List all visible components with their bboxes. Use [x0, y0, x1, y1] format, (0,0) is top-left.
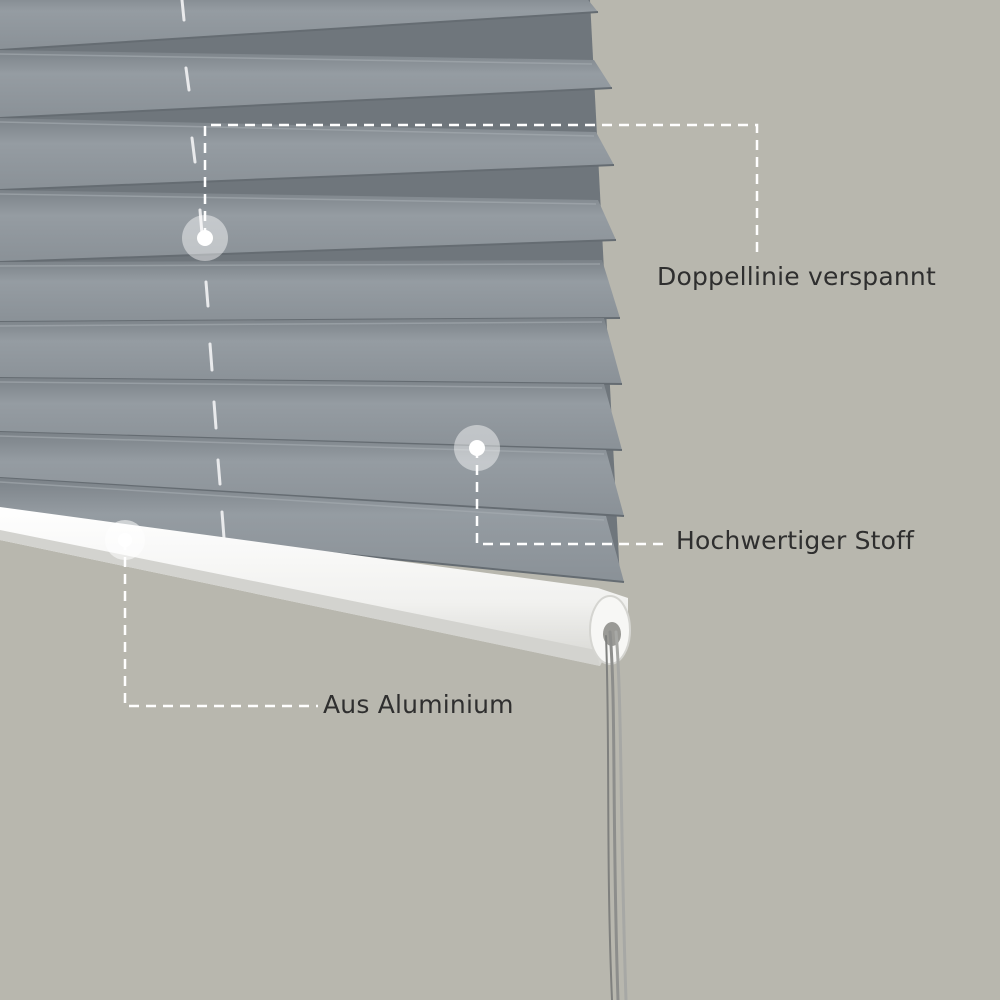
- pleat-crease: [0, 477, 625, 517]
- pleat-crease: [0, 164, 615, 191]
- pleat: [0, 190, 616, 262]
- pleat-crease: [0, 431, 623, 451]
- label-made-of-aluminium: Aus Aluminium: [323, 690, 514, 719]
- pleat-crease: [0, 87, 613, 119]
- label-double-line-tensioned: Doppellinie verspannt: [657, 262, 936, 291]
- blind-pleats: [0, 0, 625, 583]
- callout-line-fabric: [475, 448, 668, 546]
- callout-line-aluminium: [123, 540, 318, 708]
- marker-fabric: [454, 425, 500, 471]
- pleat: [0, 0, 598, 50]
- marker-double-line: [182, 215, 228, 261]
- pull-cord: [605, 630, 628, 1000]
- pleat-highlight: [0, 121, 595, 137]
- pleat-highlight: [0, 53, 593, 65]
- pleat: [0, 260, 620, 322]
- aluminium-bottom-rail: [0, 507, 631, 666]
- pleat-highlight: [0, 381, 603, 389]
- pleat-crease: [0, 377, 623, 385]
- label-high-quality-fabric: Hochwertiger Stoff: [676, 526, 915, 555]
- pleat-highlight: [0, 481, 605, 521]
- tension-cords: [180, 0, 226, 540]
- pleat-highlight: [0, 435, 605, 455]
- pleat-crease: [0, 239, 617, 263]
- pleat: [0, 378, 622, 450]
- marker-aluminium: [105, 520, 145, 560]
- pleat: [0, 318, 622, 384]
- pleat-highlight: [0, 263, 601, 267]
- pleat-highlight: [0, 193, 597, 205]
- callout-lines: [123, 123, 759, 708]
- callout-line-double-line: [203, 123, 759, 258]
- pleat-crease: [0, 11, 599, 51]
- pleat: [0, 50, 612, 118]
- pleat: [0, 432, 624, 516]
- pleat-highlight: [0, 321, 603, 327]
- pleat: [0, 118, 614, 190]
- pleat: [0, 478, 624, 582]
